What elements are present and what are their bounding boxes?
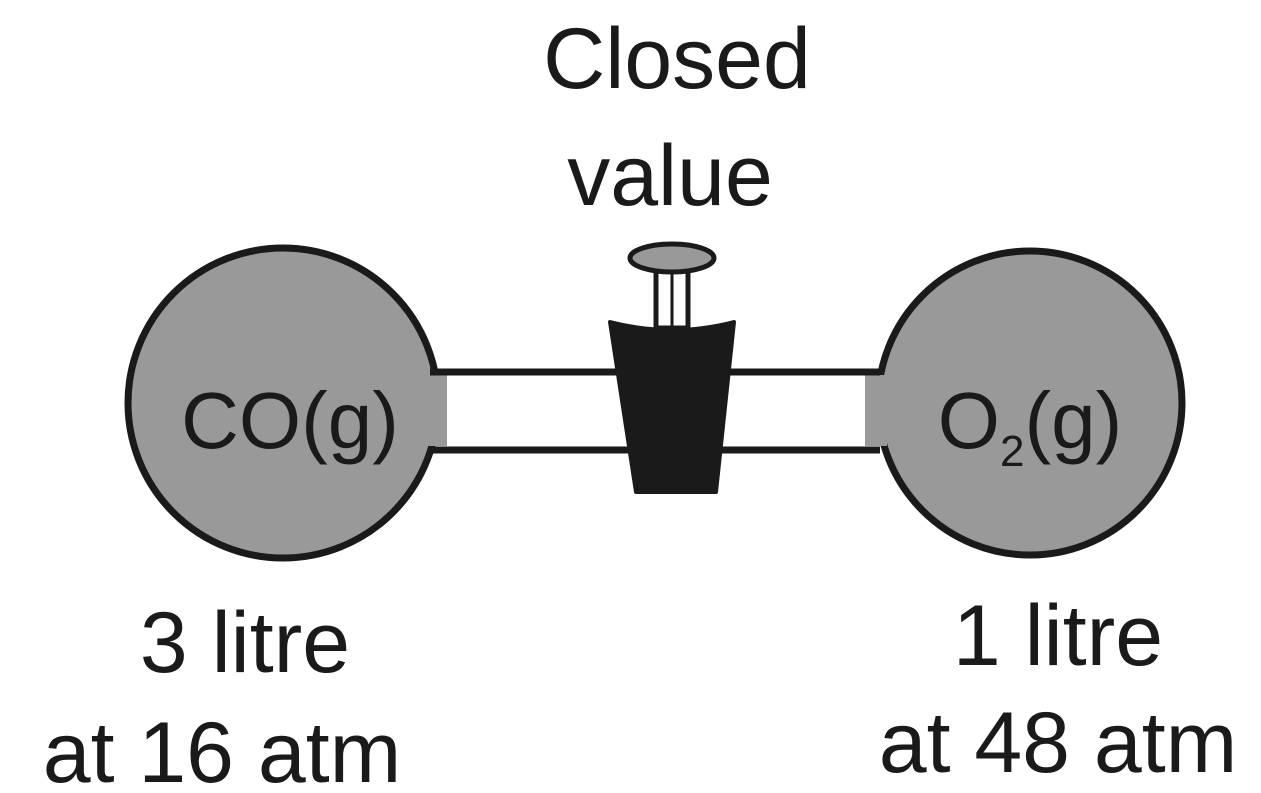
- right-bulb-formula-rest: (g): [1024, 376, 1122, 465]
- stopcock-valve-icon: [608, 241, 736, 494]
- valve-plug: [608, 320, 736, 494]
- right-tube-joint: [865, 375, 887, 446]
- left-volume-caption: 3 litre: [140, 595, 350, 691]
- left-bulb-label: CO(g): [181, 376, 399, 465]
- valve-label-line1: Closed: [543, 11, 811, 107]
- left-tube-joint: [425, 375, 447, 446]
- valve-handle: [627, 241, 717, 275]
- right-volume-caption: 1 litre: [953, 588, 1163, 684]
- right-bulb-formula-subscript: 2: [1000, 427, 1024, 476]
- valve-label-line2: value: [567, 128, 773, 224]
- left-pressure-caption: at 16 atm: [43, 705, 402, 793]
- right-bulb-label: O2(g): [938, 376, 1123, 476]
- right-bulb-formula-main: O: [938, 376, 1000, 465]
- right-pressure-caption: at 48 atm: [879, 695, 1238, 791]
